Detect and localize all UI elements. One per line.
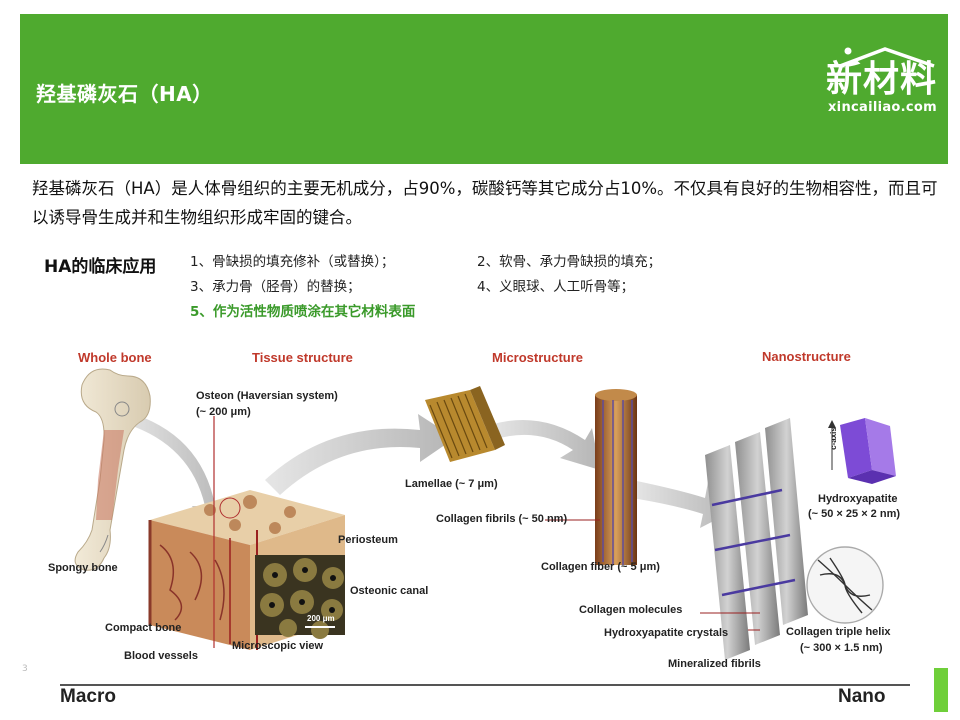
label-osteonic-canal: Osteonic canal — [350, 585, 429, 597]
bone-hierarchy-figure: Whole bone Tissue structure Microstructu… — [0, 330, 960, 720]
label-hydroxyapatite-size: (~ 50 × 25 × 2 nm) — [808, 508, 901, 520]
house-roof-icon — [839, 47, 935, 68]
label-triple-helix: Collagen triple helix — [786, 626, 891, 638]
section-whole-bone: Whole bone — [78, 350, 152, 365]
triple-helix-image — [806, 546, 884, 624]
page-number: 3 — [22, 664, 28, 674]
scale-nano-label: Nano — [838, 686, 886, 707]
label-collagen-molecules: Collagen molecules — [579, 604, 683, 616]
section-nanostructure: Nanostructure — [762, 349, 851, 364]
application-item-3: 3、承力骨（胫骨）的替换； — [190, 279, 361, 295]
site-logo[interactable]: 新材料 xincailiao.com — [826, 46, 946, 126]
label-c-axis: c-axis — [828, 427, 838, 450]
application-item-4: 4、义眼球、人工听骨等； — [477, 279, 635, 295]
label-collagen-fibrils: Collagen fibrils (~ 50 nm) — [436, 513, 568, 525]
application-item-5: 5、作为活性物质喷涂在其它材料表面 — [190, 304, 416, 320]
label-microscopic-view: Microscopic view — [232, 640, 324, 652]
scale-macro-label: Macro — [60, 686, 116, 707]
label-spongy-bone: Spongy bone — [48, 562, 118, 574]
label-osteon: Osteon (Haversian system) — [196, 390, 338, 402]
label-periosteum: Periosteum — [338, 534, 398, 546]
microscopic-view-image — [255, 555, 345, 639]
collagen-fiber-image — [545, 389, 637, 565]
mineralized-fibrils-image — [700, 418, 808, 660]
label-osteon-size: (~ 200 μm) — [196, 406, 251, 418]
section-microstructure: Microstructure — [492, 350, 584, 365]
label-lamellae: Lamellae (~ 7 μm) — [405, 478, 498, 490]
label-scale-bar: 200 μm — [307, 614, 335, 623]
label-ha-crystals: Hydroxyapatite crystals — [604, 627, 729, 639]
slide-title: 羟基磷灰石（HA） — [36, 82, 213, 106]
label-blood-vessels: Blood vessels — [124, 650, 198, 662]
section-tissue-structure: Tissue structure — [252, 350, 353, 365]
corner-accent — [934, 668, 948, 712]
application-item-1: 1、骨缺损的填充修补（或替换）； — [190, 254, 395, 270]
logo-text-en: xincailiao.com — [828, 100, 937, 115]
label-collagen-fiber: Collagen fiber (~ 5 μm) — [541, 561, 660, 573]
bone-illustration — [60, 368, 910, 686]
label-hydroxyapatite: Hydroxyapatite — [818, 493, 898, 505]
application-item-2: 2、软骨、承力骨缺损的填充； — [477, 254, 662, 270]
intro-paragraph: 羟基磷灰石（HA）是人体骨组织的主要无机成分，占90%，碳酸钙等其它成分占10%… — [32, 179, 938, 227]
applications-heading: HA的临床应用 — [44, 257, 157, 277]
lamellae-image — [425, 386, 505, 462]
label-compact-bone: Compact bone — [105, 622, 182, 634]
label-mineralized-fibrils: Mineralized fibrils — [668, 658, 761, 670]
hydroxyapatite-crystal-image — [828, 418, 896, 484]
title-banner: 羟基磷灰石（HA） — [20, 14, 948, 164]
label-triple-helix-size: (~ 300 × 1.5 nm) — [800, 642, 883, 654]
femur-image — [74, 368, 151, 571]
logo-text-cn: 新材料 — [826, 59, 938, 100]
